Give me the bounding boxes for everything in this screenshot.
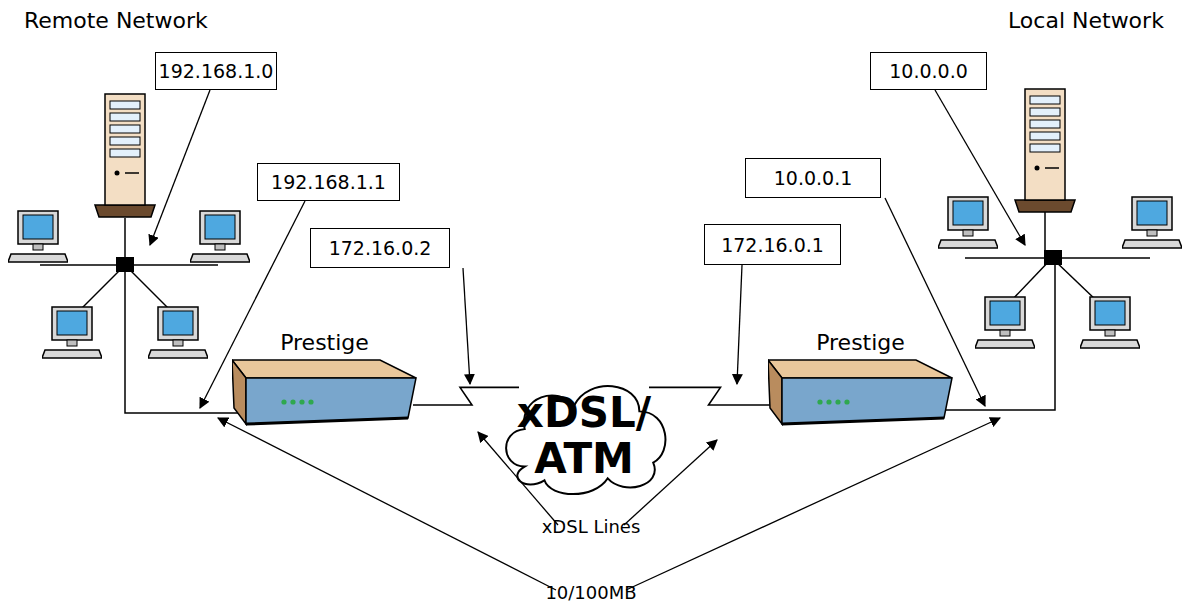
hub-symbol [116, 257, 134, 272]
lan-wire [1044, 210, 1046, 252]
computer-symbol [8, 211, 68, 262]
leader-line [626, 418, 1000, 590]
network-label: xDSL Lines [542, 516, 641, 537]
address-box: 10.0.0.0 [870, 52, 987, 90]
xdsl-line [413, 387, 519, 405]
cloud-label: xDSL/ ATM [514, 390, 654, 482]
leader-lines [150, 90, 1025, 590]
computer-symbol [1122, 197, 1182, 248]
router-device [768, 356, 953, 430]
address-box: 172.16.0.1 [704, 224, 841, 265]
address-box: 10.0.0.1 [745, 158, 881, 198]
network-label: Local Network [1008, 8, 1164, 33]
ip-address: 172.16.0.2 [329, 237, 432, 259]
remote-lan [40, 218, 238, 413]
lan-wire [125, 265, 238, 413]
router-body [232, 356, 417, 430]
leader-line [463, 268, 470, 384]
ip-address: 192.168.1.1 [271, 171, 386, 193]
router-node: Prestige [768, 330, 953, 430]
computer-symbol [190, 211, 250, 262]
ip-address: 192.168.1.0 [159, 60, 274, 82]
address-box: 172.16.0.2 [310, 228, 450, 268]
ip-address: 10.0.0.1 [774, 167, 853, 189]
hub-symbol [1044, 250, 1062, 265]
ip-address: 10.0.0.0 [889, 60, 968, 82]
lan-wire [124, 218, 126, 260]
computer-symbol [1080, 297, 1140, 348]
address-box: 192.168.1.0 [155, 52, 277, 90]
lan-wire [78, 265, 125, 312]
computer-symbol [975, 297, 1035, 348]
leader-line [150, 90, 210, 245]
ip-address: 172.16.0.1 [721, 234, 824, 256]
device-name: Prestige [768, 330, 953, 356]
computer-symbol [938, 197, 998, 248]
lan-wire [946, 258, 1055, 410]
leader-line [737, 265, 742, 384]
computer-symbol [42, 307, 102, 358]
server-symbol [95, 94, 155, 217]
device-name: Prestige [232, 330, 417, 356]
xdsl-line [649, 387, 780, 405]
address-box: 192.168.1.1 [257, 163, 400, 201]
network-cloud: xDSL/ ATM [495, 372, 673, 500]
computer-symbol [148, 307, 208, 358]
router-node: Prestige [232, 330, 417, 430]
lan-wire [125, 265, 172, 312]
router-device [232, 356, 417, 430]
server-symbol [1015, 89, 1075, 212]
leader-line [218, 418, 556, 590]
network-label: 10/100MB [545, 582, 636, 603]
network-label: Remote Network [24, 8, 208, 33]
router-body [768, 356, 953, 430]
leader-line [935, 90, 1025, 245]
